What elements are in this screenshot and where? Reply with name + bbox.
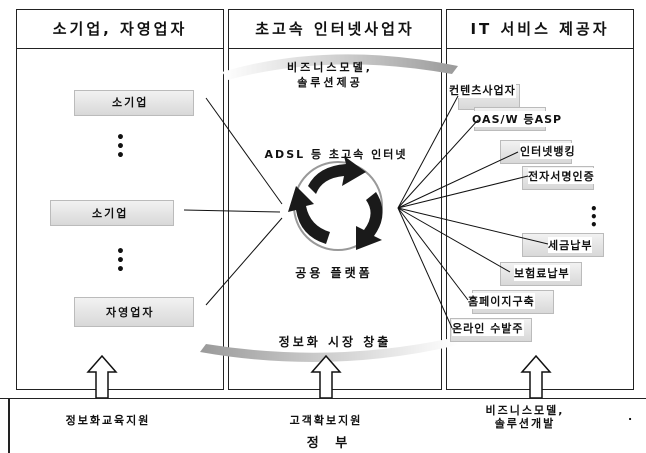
- connector-line: [397, 207, 511, 273]
- connector-line: [205, 217, 283, 306]
- left-item-label: 소기업: [112, 96, 149, 109]
- left-box-3: [74, 297, 194, 327]
- connector-line: [397, 207, 453, 329]
- middle-panel-title: 초고속 인터넷사업자: [229, 10, 441, 49]
- right-item-label: 보험료납부: [514, 265, 570, 281]
- government-bar: [0, 398, 646, 453]
- left-panel-title: 소기업, 자영업자: [17, 10, 223, 49]
- up-arrow-icon: [310, 354, 342, 399]
- right-item-label: 세금납부: [548, 237, 593, 253]
- vertical-ellipsis-icon: •••: [590, 202, 598, 232]
- right-item-label: 컨텐츠사업자: [449, 82, 516, 98]
- circular-arrows-icon: [288, 156, 383, 251]
- left-item-label: 소기업: [92, 207, 129, 220]
- connector-line: [205, 97, 283, 205]
- right-item-label: 인터넷뱅킹: [520, 143, 576, 159]
- right-item-label: 온라인 수발주: [452, 320, 524, 336]
- top-swoosh-arrow: [222, 54, 458, 80]
- connector-line: [397, 119, 479, 209]
- support-label-left: 정보화교육지원: [65, 414, 151, 427]
- bottom-swoosh-arrow: [200, 338, 458, 362]
- left-box-2: [50, 200, 174, 226]
- connector-line: [397, 151, 519, 209]
- vertical-ellipsis-icon: •••: [116, 244, 125, 278]
- up-arrow-icon: [86, 354, 118, 399]
- connector-line: [183, 209, 281, 213]
- platform-label: 공용 플랫폼: [295, 266, 373, 280]
- right-item-label: OAS/W 등ASP: [472, 111, 563, 127]
- support-label-middle: 고객확보지원: [289, 414, 363, 427]
- right-panel-title: IT 서비스 제공자: [447, 10, 633, 49]
- solution-banner-text: 비즈니스모델, 솔루션제공: [287, 61, 373, 89]
- government-label: 정 부: [306, 436, 354, 451]
- stray-mark: .: [628, 410, 635, 423]
- support-label-right: 비즈니스모델, 솔루션개발: [485, 404, 565, 430]
- market-banner-text: 정보화 시장 창출: [278, 335, 392, 349]
- connector-line: [397, 95, 459, 209]
- up-arrow-icon: [520, 354, 552, 399]
- vertical-ellipsis-icon: •••: [116, 130, 125, 164]
- right-item-label: 전자서명인증: [528, 168, 595, 184]
- connector-line: [397, 207, 469, 301]
- left-item-label: 자영업자: [106, 306, 155, 319]
- right-item-label: 홈페이지구축: [468, 293, 535, 309]
- left-box-1: [74, 90, 194, 116]
- connector-line: [397, 207, 549, 245]
- adsl-label: ADSL 등 초고속 인터넷: [264, 148, 408, 161]
- connector-line: [397, 175, 529, 209]
